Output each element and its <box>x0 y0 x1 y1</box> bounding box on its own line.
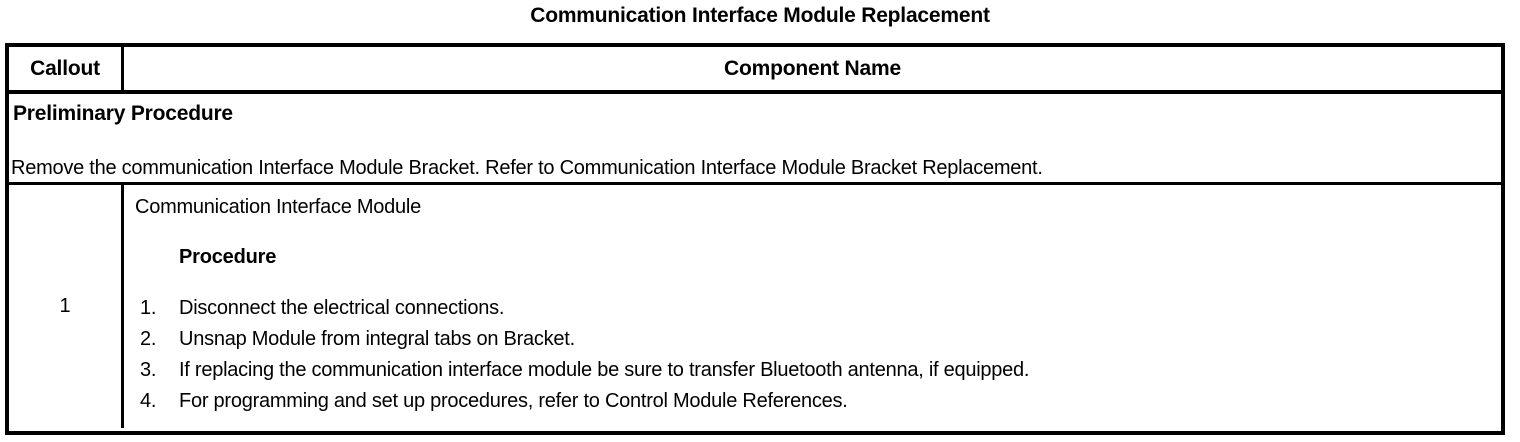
step-text: For programming and set up procedures, r… <box>179 390 848 412</box>
step-number: 2. <box>140 328 157 350</box>
list-item: 4. For programming and set up procedures… <box>140 390 1470 421</box>
step-text: Unsnap Module from integral tabs on Brac… <box>179 328 575 350</box>
preliminary-procedure-text: Remove the communication Interface Modul… <box>11 157 1043 179</box>
callout-number: 1 <box>59 295 71 317</box>
step-text: If replacing the communication interface… <box>179 359 1030 381</box>
header-cell-callout: Callout <box>9 47 124 90</box>
cell-component-details: Communication Interface Module Procedure… <box>124 185 1501 428</box>
procedure-table: Callout Component Name Preliminary Proce… <box>5 43 1505 435</box>
component-name: Communication Interface Module <box>135 196 421 218</box>
cell-callout-number: 1 <box>9 185 124 428</box>
procedure-heading: Procedure <box>179 246 277 268</box>
table-header-row: Callout Component Name <box>9 47 1501 94</box>
list-item: 2. Unsnap Module from integral tabs on B… <box>140 328 1470 359</box>
page-title: Communication Interface Module Replaceme… <box>530 4 990 27</box>
procedure-step-list: 1. Disconnect the electrical connections… <box>140 297 1470 421</box>
preliminary-procedure-heading: Preliminary Procedure <box>13 102 233 125</box>
step-text: Disconnect the electrical connections. <box>179 297 505 319</box>
preliminary-procedure-row: Preliminary Procedure Remove the communi… <box>9 94 1501 185</box>
step-number: 4. <box>140 390 157 412</box>
step-number: 3. <box>140 359 157 381</box>
table-row: 1 Communication Interface Module Procedu… <box>9 185 1501 428</box>
list-item: 1. Disconnect the electrical connections… <box>140 297 1470 328</box>
list-item: 3. If replacing the communication interf… <box>140 359 1470 390</box>
header-label-callout: Callout <box>30 56 100 80</box>
header-cell-component-name: Component Name <box>124 47 1501 90</box>
header-label-component-name: Component Name <box>724 56 901 80</box>
step-number: 1. <box>140 297 157 319</box>
